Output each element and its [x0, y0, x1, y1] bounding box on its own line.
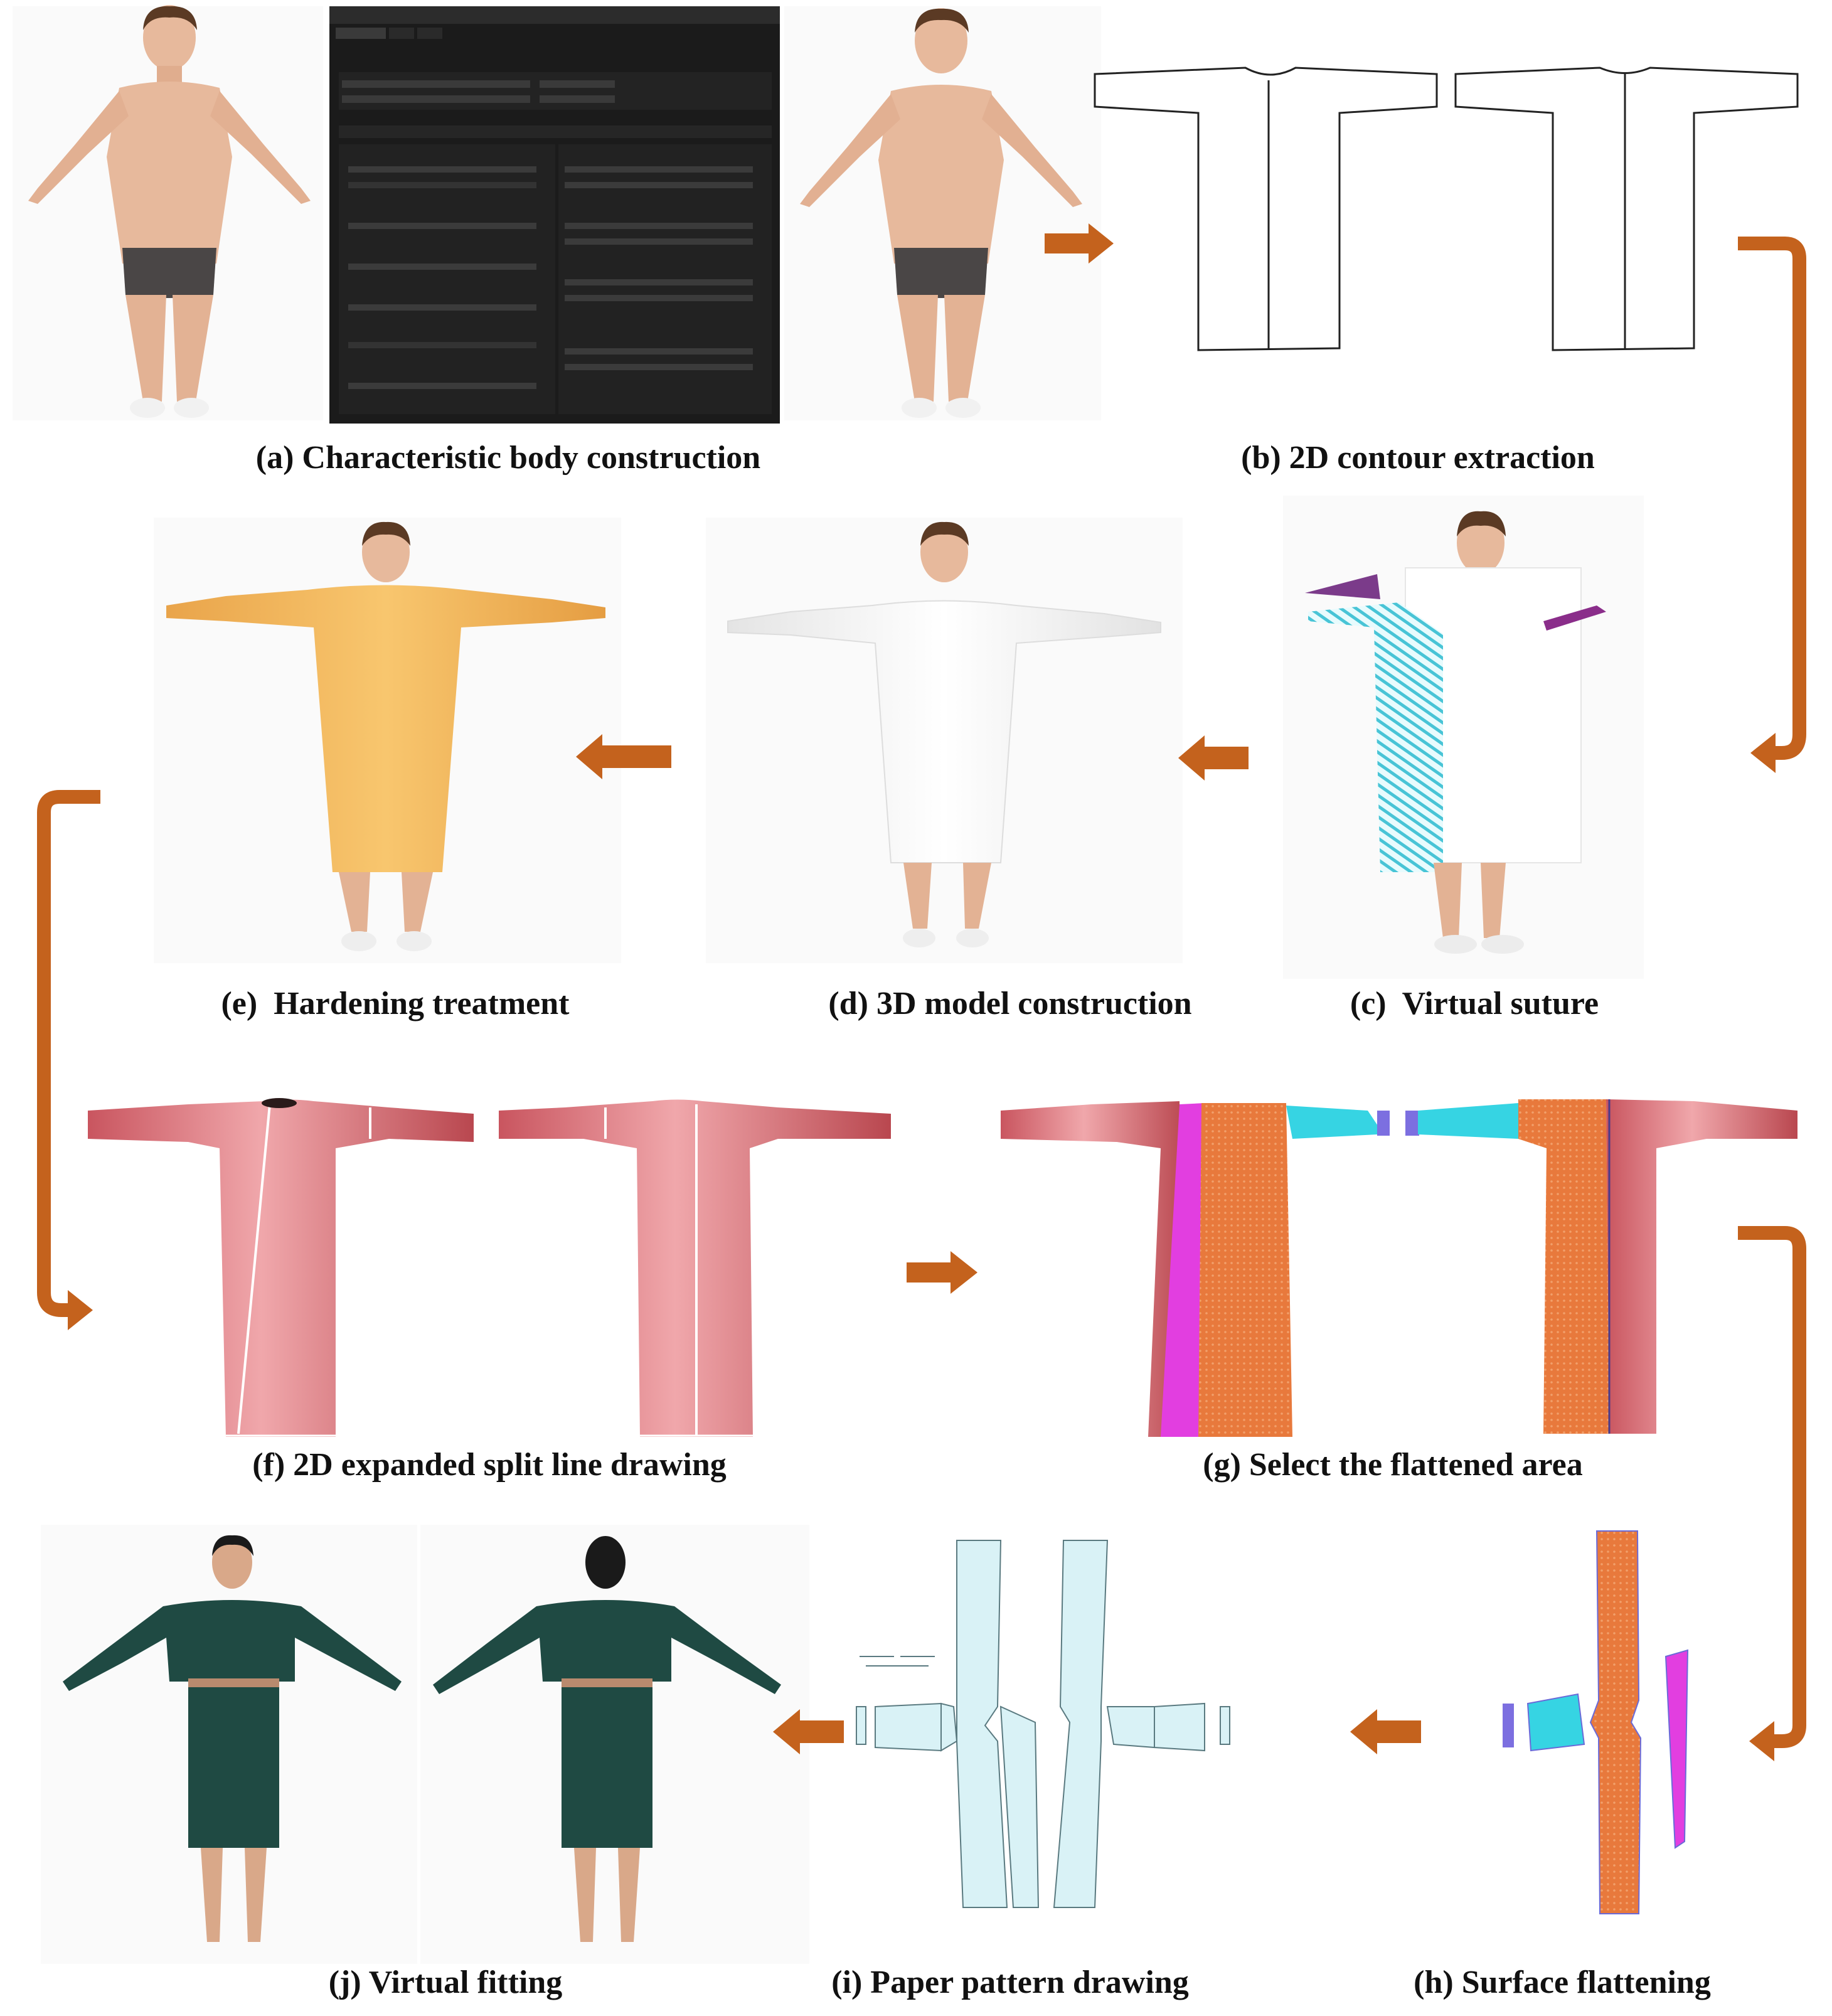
caption-j: (j) Virtual fitting [328, 1965, 563, 2000]
fitted-gown-back [420, 1525, 809, 1964]
bracket-arrow-e-f [37, 790, 100, 1317]
body-avatar-left [13, 5, 323, 420]
body-avatar-right [784, 6, 1101, 420]
flow-arrow-c-d [1178, 735, 1249, 781]
flow-arrow-a-b [1045, 223, 1114, 264]
flattened-pieces [1503, 1530, 1689, 1914]
contour-outline-right [1454, 67, 1799, 351]
hardened-gown-figure [154, 518, 621, 963]
caption-h: (h) Surface flattening [1414, 1965, 1711, 2000]
flow-arrow-h-i [1350, 1709, 1421, 1754]
caption-a: (a) Characteristic body construction [255, 440, 761, 476]
bracket-arrow-e-f-head [68, 1290, 93, 1330]
paper-pattern-pieces [856, 1540, 1230, 1908]
bracket-arrow-g-h [1738, 1226, 1806, 1748]
contour-outline-left [1094, 67, 1438, 351]
caption-d: (d) 3D model construction [828, 986, 1192, 1021]
white-gown-figure [706, 518, 1183, 963]
caption-g: (g) Select the flattened area [1203, 1447, 1583, 1483]
bracket-arrow-b-c-head [1750, 733, 1776, 773]
bracket-arrow-g-h-head [1749, 1721, 1774, 1761]
caption-f: (f) 2D expanded split line drawing [252, 1447, 727, 1483]
flattened-area-right [1405, 1099, 1797, 1434]
flow-arrow-d-e [576, 734, 671, 779]
flow-arrow-f-g [907, 1251, 977, 1294]
caption-c: (c) Virtual suture [1350, 986, 1599, 1021]
flow-arrow-i-j [773, 1709, 844, 1754]
caption-i: (i) Paper pattern drawing [831, 1965, 1189, 2000]
flattened-area-left [1001, 1101, 1390, 1437]
body-parameter-panel [329, 6, 780, 424]
caption-b: (b) 2D contour extraction [1241, 440, 1595, 476]
virtual-suture-figure [1283, 496, 1644, 979]
bracket-arrow-b-c [1738, 237, 1806, 760]
split-line-mesh-right [499, 1099, 891, 1437]
split-line-mesh-left [88, 1098, 474, 1437]
pattern-notes [860, 1656, 935, 1667]
fitted-gown-front [41, 1525, 417, 1964]
caption-e: (e) Hardening treatment [221, 986, 570, 1021]
